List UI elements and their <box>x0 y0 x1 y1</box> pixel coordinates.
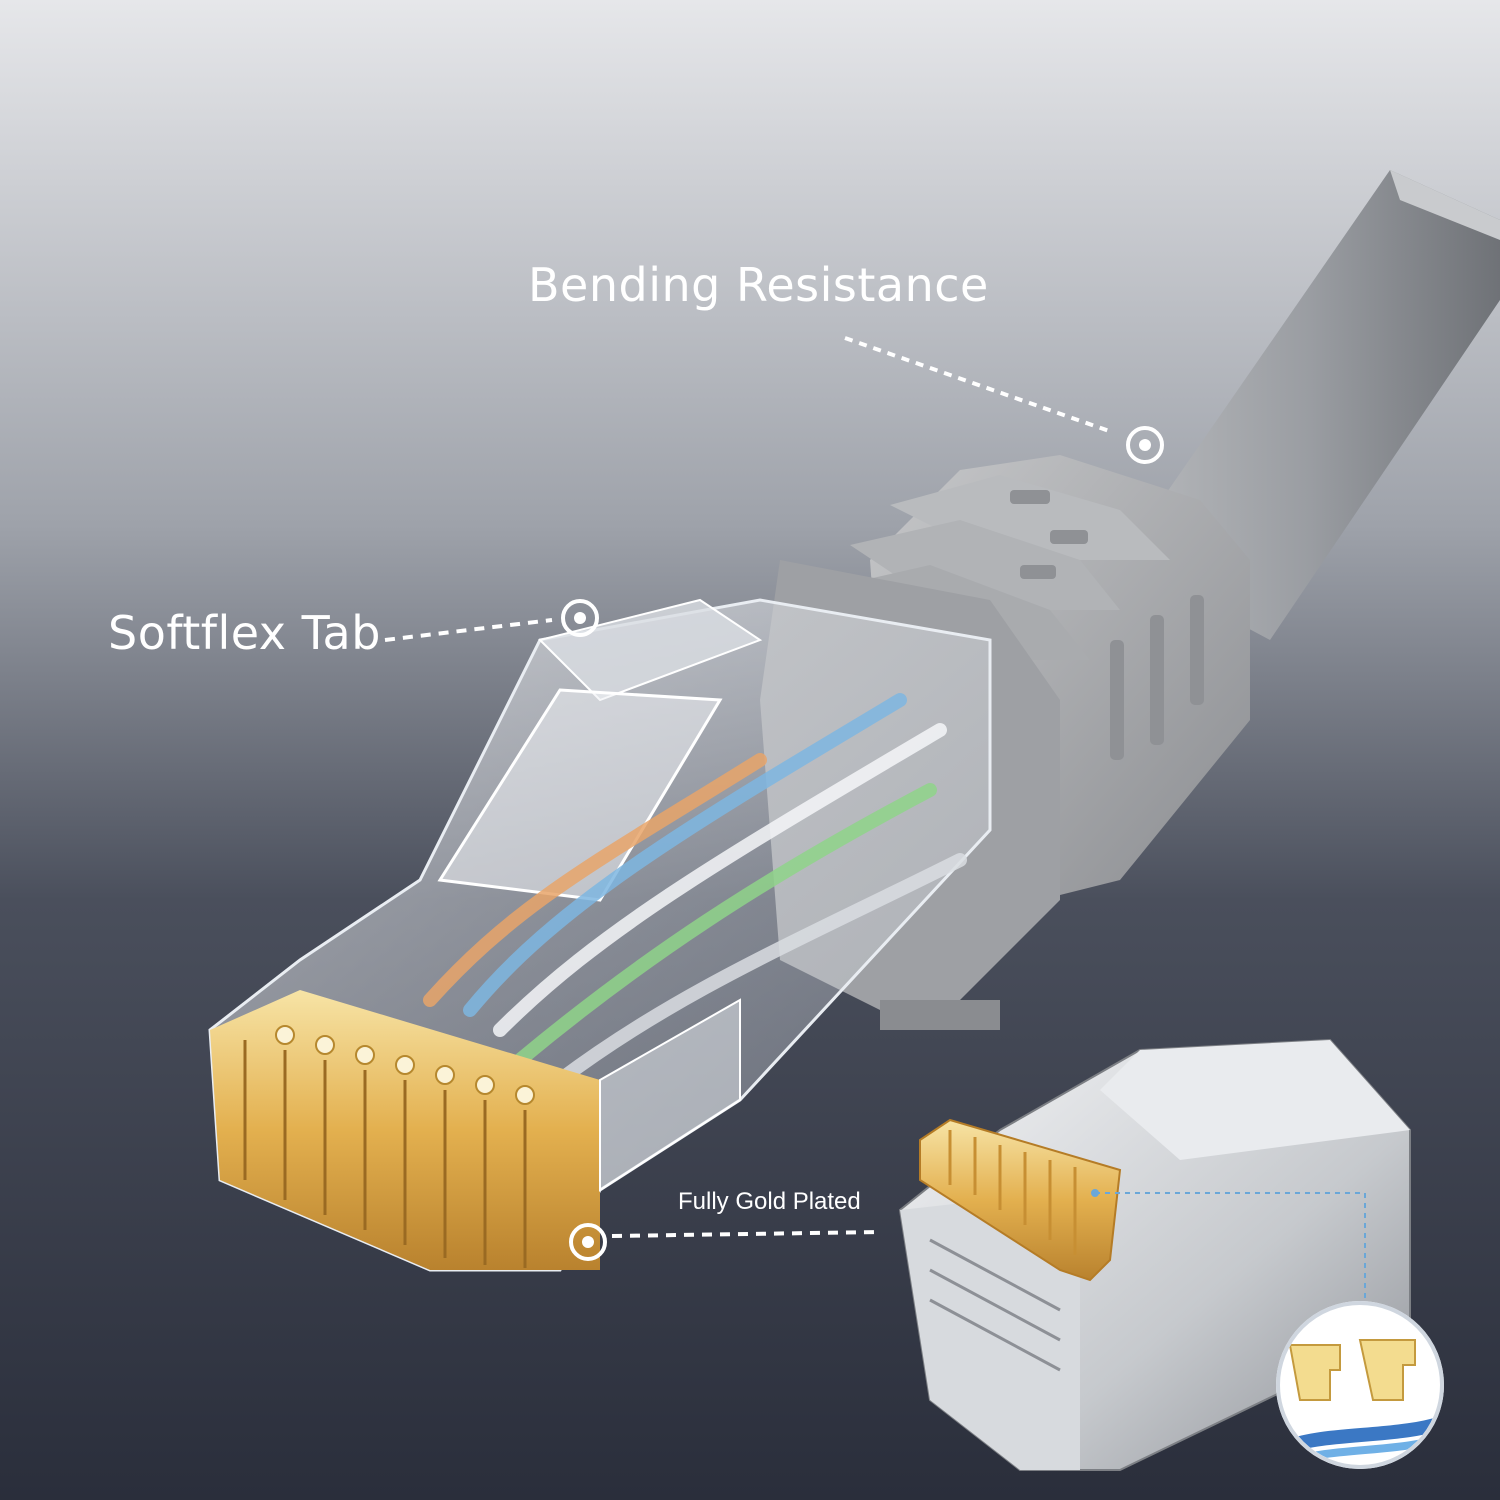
bending-resistance-label: Bending Resistance <box>528 258 989 312</box>
callout-marker-icon <box>561 599 599 637</box>
zoom-lens-icon <box>1276 1301 1444 1469</box>
zoom-source-dot <box>1091 1189 1099 1197</box>
callout-line-bending <box>844 336 1113 434</box>
gold-contacts <box>210 990 600 1270</box>
callout-line-gold <box>611 1230 881 1238</box>
callout-marker-icon <box>1126 426 1164 464</box>
rj45-connector-icon <box>208 598 992 1272</box>
zoom-connector-line <box>1095 1192 1366 1305</box>
fully-gold-plated-label: Fully Gold Plated <box>678 1188 861 1215</box>
softflex-tab-label: Softflex Tab <box>108 606 381 660</box>
callout-marker-icon <box>569 1223 607 1261</box>
